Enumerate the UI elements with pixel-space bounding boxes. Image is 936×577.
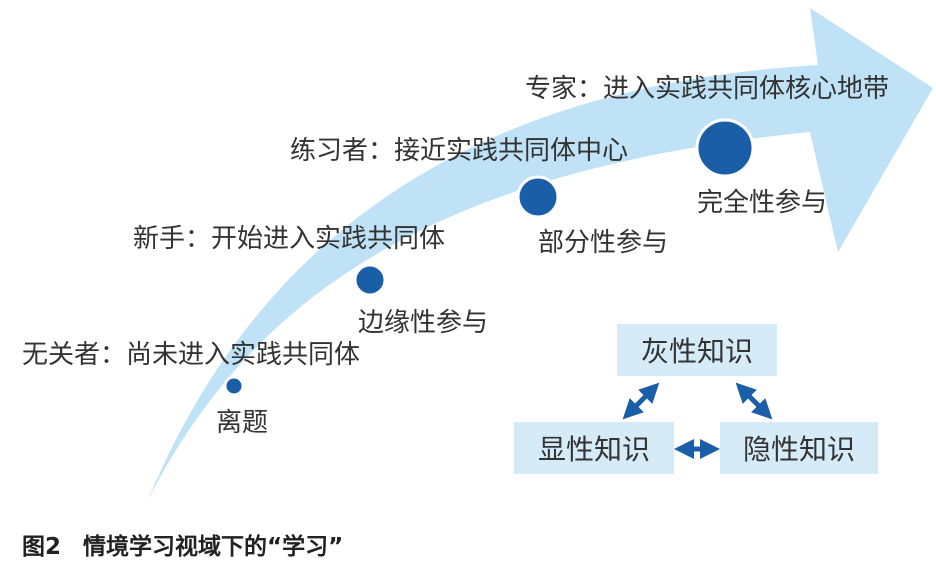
connector-gray-explicit [622, 382, 660, 420]
stage-dot-offtopic [223, 375, 245, 397]
participation-label-partial: 部分性参与 [538, 228, 669, 258]
stage-label-novice: 新手：开始进入实践共同体 [133, 224, 446, 254]
stage-dot-full [695, 118, 755, 178]
figure-title: 情境学习视域下的“学习” [83, 534, 344, 560]
stage-label-practitioner: 练习者：接近实践共同体中心 [290, 136, 629, 166]
connector-gray-tacit [735, 382, 773, 420]
stage-label-irrelevant: 无关者：尚未进入实践共同体 [22, 340, 361, 370]
tacit-knowledge-box: 隐性知识 [720, 422, 878, 474]
figure-number: 图2 [22, 534, 62, 560]
figure-caption: 图2 情境学习视域下的“学习” [22, 527, 343, 561]
participation-label-peripheral: 边缘性参与 [358, 308, 489, 338]
stage-dot-partial [516, 175, 560, 219]
participation-label-offtopic: 离题 [216, 408, 269, 438]
gray-knowledge-box: 灰性知识 [617, 324, 777, 376]
explicit-knowledge-box: 显性知识 [514, 422, 674, 474]
participation-label-full: 完全性参与 [697, 188, 828, 218]
stage-dot-peripheral [353, 263, 387, 297]
stage-label-expert: 专家：进入实践共同体核心地带 [525, 74, 890, 104]
